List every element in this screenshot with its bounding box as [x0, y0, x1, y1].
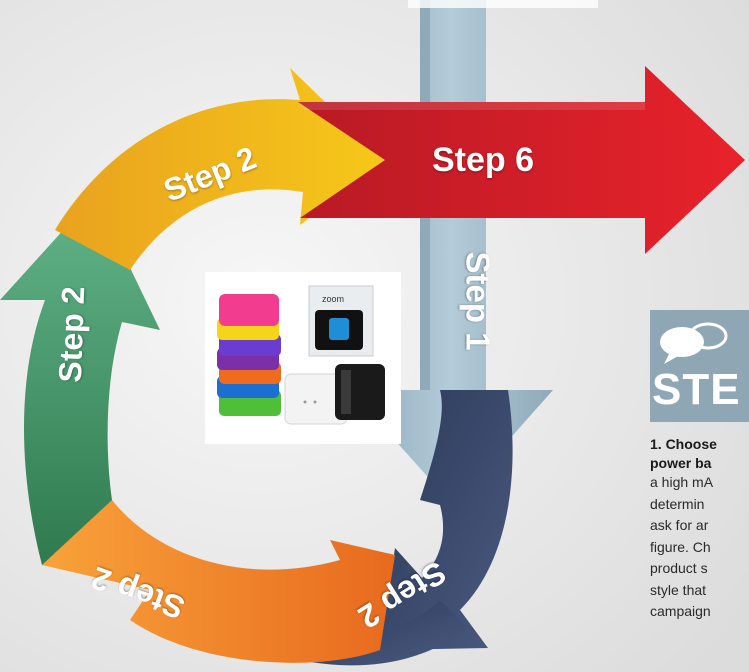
side-body-line: figure. Ch	[650, 538, 711, 555]
side-body-line: campaign	[650, 603, 711, 619]
step-6-label: Step 6	[432, 141, 535, 179]
side-body: a high mA determin ask for ar figure. Ch…	[650, 472, 749, 623]
product-photo: zoom	[205, 272, 401, 444]
side-header-text: STE	[652, 365, 741, 414]
boxed-device: zoom	[308, 285, 374, 357]
step-2-arc-bottom-left	[42, 470, 395, 663]
step-1-label: Step 1	[459, 251, 497, 351]
stack-of-power-banks	[217, 294, 281, 416]
side-body-line: product s	[650, 560, 708, 576]
side-title-line: power ba	[650, 455, 712, 471]
speech-bubbles-icon	[660, 322, 728, 364]
side-body-line: determin	[650, 495, 705, 512]
side-title-line: 1. Choose	[650, 436, 717, 452]
power-bank-photo: zoom	[205, 272, 401, 444]
side-body-line: style that	[650, 581, 707, 598]
side-panel: STE 1. Choose power ba a high mA determi…	[643, 310, 749, 672]
step-2-arc-upper	[55, 68, 385, 270]
side-header: STE	[650, 310, 749, 422]
step-6-arrow	[298, 66, 745, 254]
side-title: 1. Choose power ba	[650, 435, 749, 473]
side-body-line: a high mA	[650, 474, 714, 490]
device-brand-text: zoom	[322, 294, 344, 304]
white-charger	[284, 373, 348, 425]
step-2-left-label: Step 2	[51, 285, 92, 384]
top-highlight	[408, 0, 598, 8]
side-body-line: ask for ar	[650, 517, 709, 533]
step-2-arc-left	[0, 195, 160, 565]
black-charger	[335, 364, 385, 420]
